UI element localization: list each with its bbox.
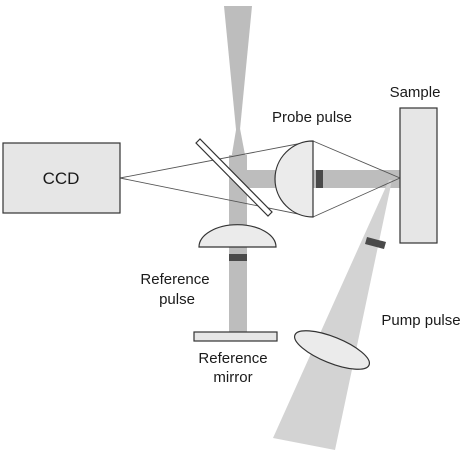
probe-beam-diverging bbox=[231, 118, 246, 160]
reference-mirror-label-line2: mirror bbox=[213, 369, 252, 386]
ccd-label: CCD bbox=[43, 169, 80, 188]
pump-beam bbox=[273, 180, 392, 450]
sample-box bbox=[399, 107, 438, 244]
pump-pulse-label: Pump pulse bbox=[381, 312, 460, 329]
reference-lens bbox=[198, 224, 277, 248]
beam-splitter bbox=[195, 138, 273, 217]
pump-lens bbox=[293, 330, 371, 370]
ccd-box bbox=[2, 142, 121, 214]
pump-beam-marker bbox=[365, 237, 386, 249]
probe-arm-marker bbox=[316, 170, 323, 188]
incoming-probe-beam bbox=[224, 6, 252, 150]
probe-lens bbox=[274, 140, 314, 218]
reference-mirror-label-line1: Reference bbox=[198, 350, 267, 367]
reference-arm-marker bbox=[229, 254, 247, 261]
sample-label: Sample bbox=[390, 84, 441, 101]
reference-mirror bbox=[193, 331, 278, 342]
reference-pulse-label-line1: Reference bbox=[140, 271, 209, 288]
reference-pulse-label-line2: pulse bbox=[159, 291, 195, 308]
probe-pulse-label: Probe pulse bbox=[272, 109, 352, 126]
